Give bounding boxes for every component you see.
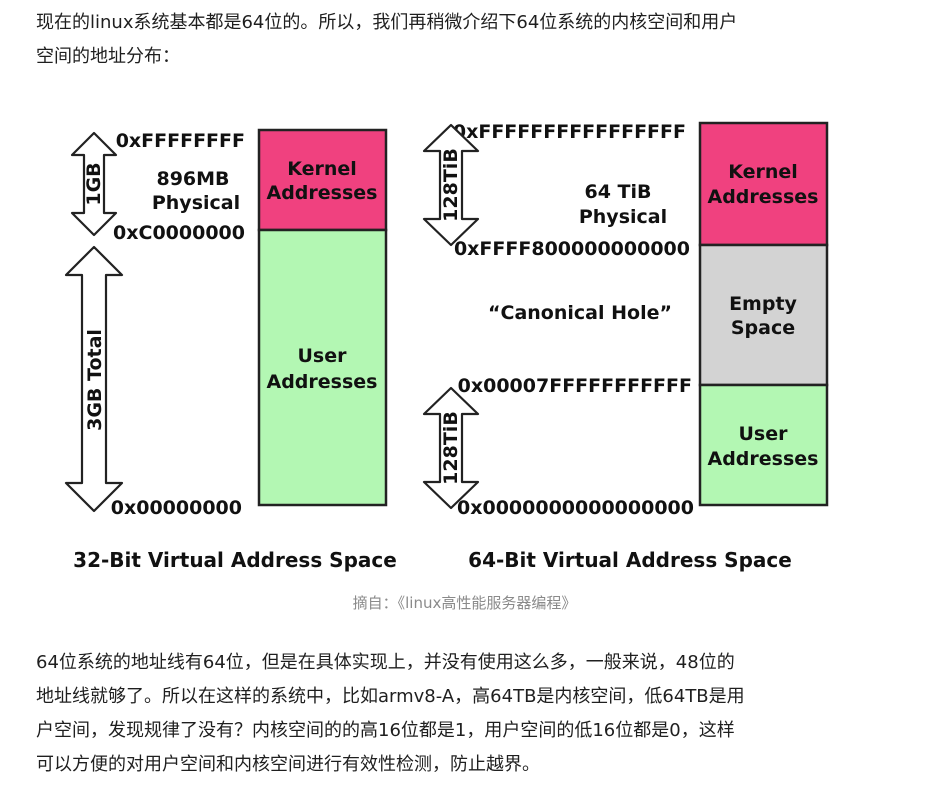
- left-user-label-1: User: [298, 345, 348, 367]
- right-empty-region: [698, 243, 829, 387]
- right-bottom-span-label: 128TiB: [440, 411, 462, 485]
- left-3gb-label: 3GB Total: [84, 329, 106, 431]
- right-top-span-label: 128TiB: [440, 148, 462, 222]
- right-kernel-region: [698, 121, 829, 247]
- body-line: 地址线就够了。所以在这样的系统中，比如armv8-A，高64TB是内核空间，低6…: [36, 686, 745, 707]
- left-kernel-region: [257, 128, 388, 232]
- right-user-region: [698, 383, 829, 507]
- right-bottom-span-arrow: [422, 386, 480, 510]
- right-addr-bottom: 0x0000000000000000: [457, 497, 694, 519]
- right-addr-kernel-low: 0xFFFF800000000000: [454, 238, 690, 260]
- left-addr-bottom: 0x00000000: [111, 497, 242, 519]
- intro-line: 空间的地址分布：: [36, 46, 180, 67]
- left-1gb-label: 1GB: [83, 162, 105, 205]
- right-addr-user-high: 0x00007FFFFFFFFFFF: [458, 375, 692, 397]
- right-canonical-hole-label: “Canonical Hole”: [488, 302, 672, 324]
- intro-line: 现在的linux系统基本都是64位的。所以，我们再稍微介绍下64位系统的内核空间…: [36, 12, 738, 33]
- body-line: 户空间，发现规律了没有？内核空间的的高16位都是1，用户空间的低16位都是0，这…: [36, 720, 735, 741]
- right-top-span-arrow: [422, 123, 480, 247]
- body-line: 64位系统的地址线有64位，但是在具体实现上，并没有使用这么多，一般来说，48位…: [36, 652, 735, 673]
- right-empty-label-2: Space: [731, 317, 795, 339]
- intro-paragraph: 现在的linux系统基本都是64位的。所以，我们再稍微介绍下64位系统的内核空间…: [36, 6, 896, 74]
- left-32bit-diagram: Kernel Addresses User Addresses 0xFFFFFF…: [64, 128, 397, 572]
- right-user-label-2: Addresses: [708, 448, 819, 470]
- figure-caption: 摘自：《linux高性能服务器编程》: [352, 594, 577, 612]
- right-title: 64-Bit Virtual Address Space: [468, 548, 792, 572]
- right-kernel-label-2: Addresses: [708, 186, 819, 208]
- right-64bit-diagram: Kernel Addresses Empty Space User Addres…: [422, 121, 829, 572]
- left-1gb-span-arrow: [70, 131, 118, 237]
- right-empty-label-1: Empty: [729, 293, 797, 315]
- left-user-region: [257, 228, 388, 507]
- left-addr-top: 0xFFFFFFFF: [116, 130, 245, 152]
- right-addr-top: 0xFFFFFFFFFFFFFFFF: [453, 121, 686, 143]
- right-user-label-1: User: [739, 423, 789, 445]
- address-space-figure: .lbl { font-size: 19px; font-weight: bol…: [64, 121, 829, 572]
- left-addr-mid: 0xC0000000: [113, 222, 245, 244]
- left-kernel-label-1: Kernel: [287, 158, 357, 180]
- left-physical-label: Physical: [152, 192, 240, 214]
- left-physical-size: 896MB: [156, 168, 229, 190]
- right-physical-size: 64 TiB: [584, 181, 651, 203]
- right-physical-label: Physical: [579, 206, 667, 228]
- left-3gb-span-arrow: [64, 245, 124, 513]
- right-kernel-label-1: Kernel: [728, 161, 798, 183]
- body-line: 可以方便的对用户空间和内核空间进行有效性检测，防止越界。: [36, 754, 540, 775]
- left-user-label-2: Addresses: [267, 371, 378, 393]
- left-kernel-label-2: Addresses: [267, 182, 378, 204]
- body-paragraph: 64位系统的地址线有64位，但是在具体实现上，并没有使用这么多，一般来说，48位…: [36, 646, 896, 782]
- left-title: 32-Bit Virtual Address Space: [73, 548, 397, 572]
